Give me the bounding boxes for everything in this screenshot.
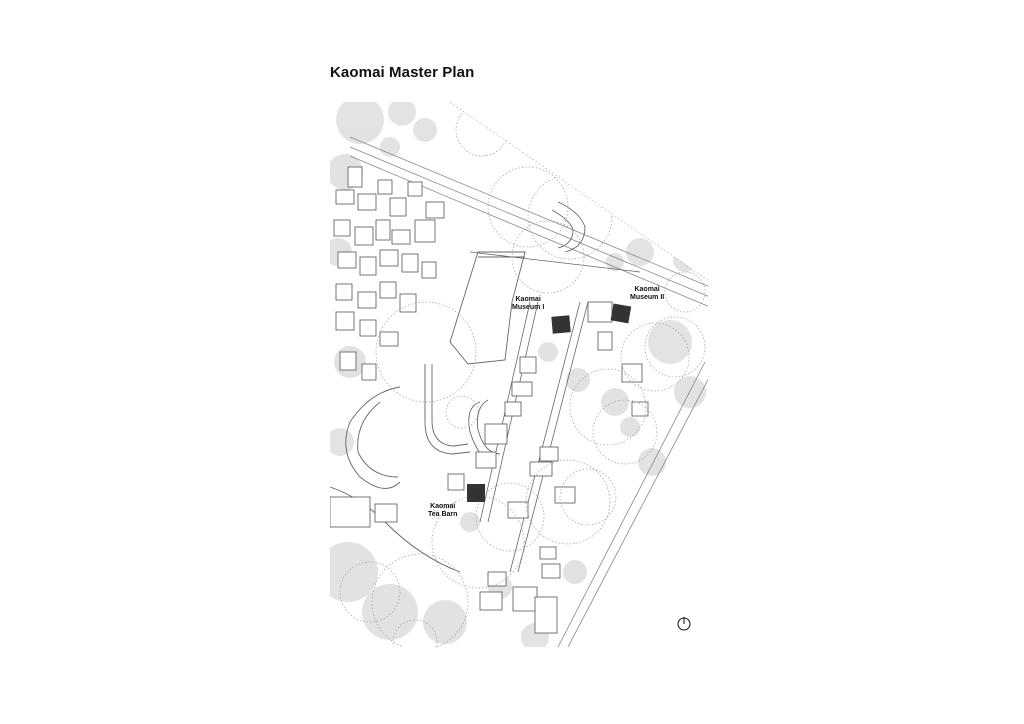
museum-1-label-line1: Kaomai [515, 296, 541, 303]
village-buildings [333, 166, 445, 381]
museum-2-label: Kaomai Museum II [630, 286, 664, 302]
tea-barn-label-line2: Tea Barn [428, 511, 458, 518]
tea-barn-label-line1: Kaomai [430, 503, 456, 510]
tea-barn-label: Kaomai Tea Barn [428, 503, 457, 519]
key-buildings [467, 303, 632, 502]
museum-1-label-line2: Museum I [512, 304, 545, 311]
site-plan [330, 102, 708, 647]
page-title: Kaomai Master Plan [330, 64, 475, 81]
museum-1-building [551, 315, 571, 334]
tree-canopy-outlines [339, 103, 706, 647]
museum-1-label: Kaomai Museum I [512, 296, 544, 312]
museum-2-building [610, 303, 632, 324]
minor-buildings [330, 301, 649, 634]
north-arrow-icon [677, 617, 691, 631]
site-edge [449, 102, 708, 281]
central-field [449, 251, 526, 365]
main-road [349, 136, 708, 647]
tea-barn-building [467, 484, 485, 502]
museum-2-label-line1: Kaomai [634, 286, 660, 293]
museum-2-label-line2: Museum II [630, 294, 665, 301]
